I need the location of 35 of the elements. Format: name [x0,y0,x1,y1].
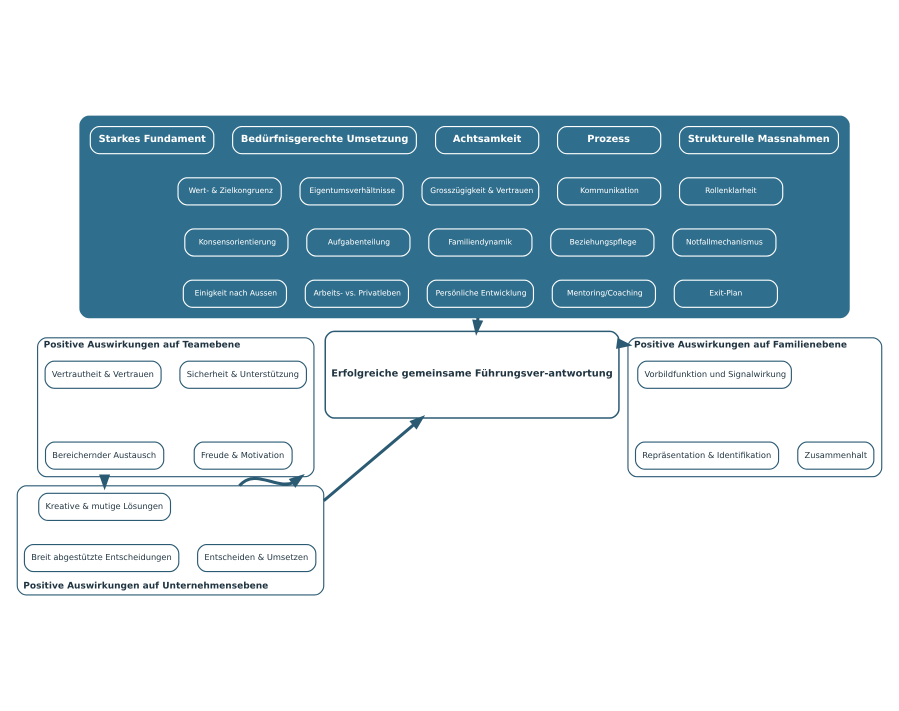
node-box: Vertrautheit & Vertrauen [44,360,162,389]
node-box: Entscheiden & Umsetzen [197,544,316,572]
node-box: Breit abgestützte Entscheidungen [24,544,180,572]
node-box: Einigkeit nach Aussen [182,280,288,308]
node-box: Rollenklarheit [678,177,784,206]
node-box: Bedürfnisgerechte Umsetzung [232,126,417,154]
node-box: Prozess [557,126,662,154]
node-box: Repräsentation & Identifikation [634,442,780,470]
node-box: Familiendynamik [428,228,533,257]
node-box: Kreative & mutige Lösungen [38,492,172,521]
arrow [616,338,632,349]
node-box: Notfallmechanismus [672,228,776,257]
arrow [99,474,110,490]
node-box: Sicherheit & Unterstützung [179,360,307,389]
node-box: Aufgabenteilung [306,228,411,257]
node-box: Zusammenhalt [797,442,874,470]
node-box: Exit-Plan [674,280,778,308]
node-box: Kommunikation [557,177,662,206]
node-box: Mentoring/Coaching [552,280,656,308]
arrow [322,415,426,502]
node-box: Grosszügigkeit & Vertrauen [421,177,540,206]
node-box: Vorbildfunktion und Signalwirkung [637,360,792,389]
node-box: Achtsamkeit [435,126,540,154]
node-box: Bereichernder Austausch [44,442,164,470]
node-box: Starkes Fundament [90,126,214,154]
node-box: Konsensorientierung [184,228,289,257]
node-box: Wert- & Zielkongruenz [177,177,282,206]
node-box: Eigentumsverhältnisse [299,177,404,206]
node-box: Persönliche Entwicklung [426,280,534,308]
node-box: Freude & Motivation [194,442,293,470]
cluster [79,116,850,318]
node-box: Beziehungspflege [550,228,655,257]
node-box: Arbeits- vs. Privatleben [304,280,410,308]
node-box: Strukturelle Massnahmen [678,126,839,154]
arrow [238,474,305,488]
